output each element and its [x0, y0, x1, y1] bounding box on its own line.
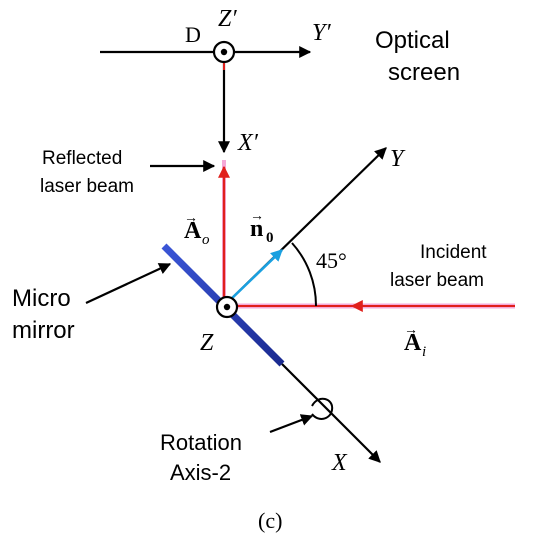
- rotation-label-1: Rotation: [160, 430, 242, 455]
- ao-sub-label: o: [202, 232, 210, 248]
- optical-screen-label-1: Optical: [375, 27, 450, 54]
- ai-main-label: A: [404, 330, 422, 356]
- normal-vector: [227, 249, 283, 303]
- x-axis-label: X: [331, 450, 348, 476]
- screen-origin-dot: [220, 48, 228, 56]
- rotation-label-2: Axis-2: [170, 460, 231, 485]
- y-axis-label: Y: [390, 146, 406, 172]
- ao-arrow-glyph: →: [184, 211, 198, 226]
- x-prime-label: X′: [237, 130, 259, 156]
- y-prime-label: Y′: [312, 20, 331, 46]
- n0-arrow-glyph: →: [250, 209, 264, 224]
- ao-main-label: A: [184, 218, 202, 244]
- n0-main-label: n: [250, 216, 263, 242]
- caption: (c): [258, 508, 282, 533]
- incident-label-1: Incident: [420, 242, 487, 263]
- incident-label-2: laser beam: [390, 270, 484, 291]
- ai-sub-label: i: [422, 344, 426, 360]
- micro-label-2: mirror: [12, 317, 75, 344]
- z-prime-label: Z′: [218, 6, 237, 32]
- reflected-label-2: laser beam: [40, 176, 134, 197]
- z-axis-label: Z: [200, 330, 214, 356]
- micro-label-1: Micro: [12, 285, 71, 312]
- angle-label: 45°: [316, 248, 347, 273]
- micro-mirror-pointer: [85, 263, 172, 304]
- point-d-label: D: [185, 22, 201, 47]
- rotation-arrow-arc: [311, 397, 334, 420]
- reflected-label-1: Reflected: [42, 148, 122, 169]
- rotation-pointer: [269, 414, 314, 434]
- ai-arrow-glyph: →: [404, 323, 418, 338]
- mirror-origin-dot: [223, 303, 231, 311]
- optical-screen-label-2: screen: [388, 59, 460, 86]
- n0-sub-label: 0: [266, 230, 274, 246]
- angle-arc: [291, 242, 318, 307]
